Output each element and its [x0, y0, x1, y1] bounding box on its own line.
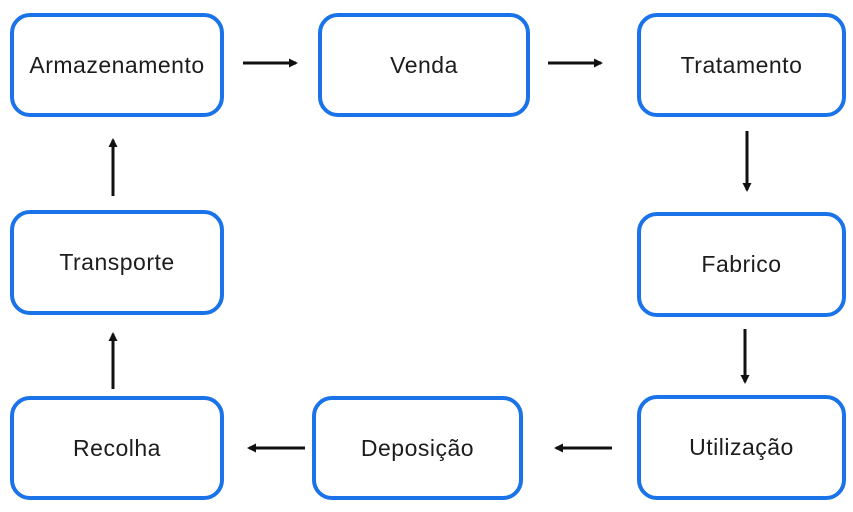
node-label: Fabrico	[701, 251, 782, 277]
node-utilizacao: Utilização	[637, 395, 846, 500]
node-label: Tratamento	[680, 51, 803, 78]
node-transporte: Transporte	[10, 210, 224, 315]
node-armazenamento: Armazenamento	[10, 13, 224, 117]
node-tratamento: Tratamento	[637, 13, 846, 117]
node-venda: Venda	[318, 13, 530, 117]
node-deposicao: Deposição	[312, 396, 523, 500]
node-label: Recolha	[73, 434, 161, 461]
node-label: Transporte	[59, 249, 175, 275]
node-label: Utilização	[689, 434, 794, 460]
node-label: Deposição	[360, 434, 475, 461]
node-label: Armazenamento	[29, 51, 205, 78]
node-label: Venda	[390, 51, 458, 78]
node-fabrico: Fabrico	[637, 212, 846, 317]
node-recolha: Recolha	[10, 396, 224, 500]
